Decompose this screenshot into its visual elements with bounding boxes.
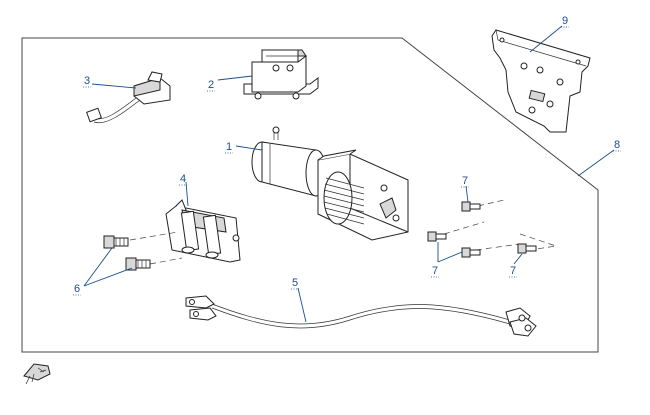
direction-arrow-icon: [23, 363, 51, 385]
callout-8: 8: [613, 139, 621, 152]
callout-7-right: 7: [509, 265, 517, 278]
svg-text:7: 7: [510, 265, 516, 277]
svg-text:4: 4: [180, 173, 186, 185]
callout-5: 5: [291, 277, 299, 290]
callout-3: 3: [83, 75, 91, 88]
callout-9: 9: [561, 15, 569, 28]
roller-fairlead: [165, 199, 241, 263]
fairlead-bolts: [103, 231, 183, 271]
leader-lines: [83, 25, 615, 323]
svg-text:9: 9: [562, 15, 568, 27]
callout-4: 4: [179, 173, 187, 186]
plate-bolts: [427, 199, 557, 258]
control-switch: [86, 71, 171, 124]
callout-6: 6: [73, 283, 81, 296]
callout-1: 1: [225, 141, 233, 154]
svg-text:2: 2: [208, 79, 214, 91]
svg-text:6: 6: [74, 283, 80, 295]
winch-assembly: [251, 126, 409, 241]
callout-7-left: 7: [431, 265, 439, 278]
svg-text:5: 5: [292, 277, 298, 289]
svg-text:7: 7: [432, 265, 438, 277]
mounting-plate: [491, 29, 591, 133]
assembly-frame: [21, 37, 599, 353]
callout-2: 2: [207, 79, 215, 92]
svg-text:1: 1: [226, 141, 232, 153]
svg-text:3: 3: [84, 75, 90, 87]
svg-text:7: 7: [462, 175, 468, 187]
battery-cable: [185, 295, 537, 337]
svg-text:8: 8: [614, 139, 620, 151]
callout-7-top: 7: [461, 175, 469, 188]
relay-contactor: [243, 49, 319, 100]
callout-labels: 1 2 3 4 5 6 7 7 7 8 9: [73, 15, 621, 296]
